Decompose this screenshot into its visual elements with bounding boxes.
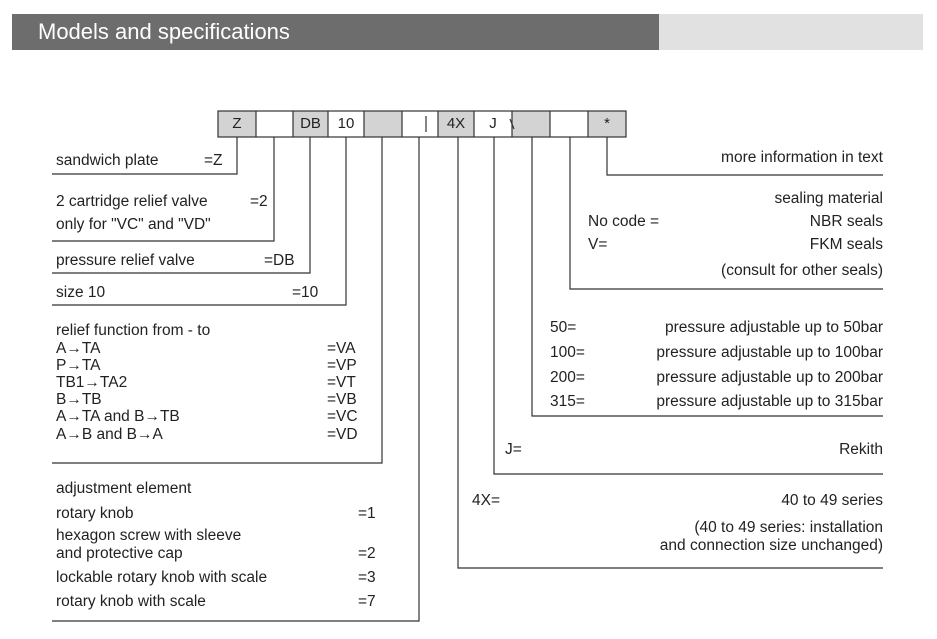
header-bar bbox=[12, 14, 659, 50]
sandwich-code: =Z bbox=[204, 152, 223, 169]
code-box-brand: J bbox=[474, 111, 512, 137]
code-strip-border bbox=[217, 110, 627, 138]
adjust-row: rotary knob bbox=[56, 505, 134, 522]
page-title: Models and specifications bbox=[38, 19, 290, 44]
pressure-code: 50= bbox=[550, 319, 577, 336]
relief-code: =VA bbox=[327, 340, 356, 357]
sealing-nocode: No code = bbox=[588, 213, 660, 230]
sandwich-label: sandwich plate bbox=[56, 152, 159, 169]
sealing-fkm: FKM seals bbox=[809, 236, 883, 253]
series-label: 40 to 49 series bbox=[781, 492, 883, 509]
pressure-label: pressure adjustable up to 100bar bbox=[656, 344, 883, 361]
pressure-code: 315= bbox=[550, 393, 585, 410]
relief-code: =VB bbox=[327, 391, 357, 408]
cartridge-note: only for "VC" and "VD" bbox=[56, 216, 211, 233]
adjust-row: rotary knob with scale bbox=[56, 593, 206, 610]
relief-title: relief function from - to bbox=[56, 322, 211, 339]
relief-row: TB1→TA2 bbox=[56, 374, 128, 391]
more-info-label: more information in text bbox=[721, 149, 883, 166]
adjust-code: =2 bbox=[358, 545, 376, 562]
sealing-consult: (consult for other seals) bbox=[721, 262, 883, 279]
cartridge-label: 2 cartridge relief valve bbox=[56, 193, 208, 210]
series-code: 4X= bbox=[472, 492, 501, 509]
prv-code: =DB bbox=[264, 252, 295, 269]
pressure-code: 100= bbox=[550, 344, 585, 361]
relief-row: B→TB bbox=[56, 391, 102, 408]
pressure-label: pressure adjustable up to 50bar bbox=[664, 319, 883, 336]
code-box-cartridge bbox=[256, 111, 293, 137]
code-box-seal bbox=[550, 111, 588, 137]
brand-label: Rekith bbox=[839, 441, 883, 458]
relief-code: =VD bbox=[327, 426, 358, 443]
pressure-code: 200= bbox=[550, 369, 585, 386]
prv-label: pressure relief valve bbox=[56, 252, 195, 269]
relief-code: =VT bbox=[327, 374, 356, 391]
adjust-code: =3 bbox=[358, 569, 376, 586]
adjust-row: lockable rotary knob with scale bbox=[56, 569, 268, 586]
code-box-adjust bbox=[402, 111, 438, 137]
code-box-db: DB bbox=[293, 111, 328, 137]
brand-code: J= bbox=[505, 441, 522, 458]
sealing-v-code: V= bbox=[588, 236, 608, 253]
pressure-label: pressure adjustable up to 315bar bbox=[656, 393, 883, 410]
sealing-title: sealing material bbox=[774, 190, 883, 207]
adjust-row: and protective cap bbox=[56, 545, 183, 562]
code-box-relief bbox=[364, 111, 402, 137]
series-note: (40 to 49 series: installation bbox=[694, 519, 883, 536]
pressure-label: pressure adjustable up to 200bar bbox=[656, 369, 883, 386]
code-box-pressure bbox=[512, 111, 550, 137]
relief-code: =VC bbox=[327, 408, 358, 425]
relief-row: P→TA bbox=[56, 357, 101, 374]
code-box-size: 10 bbox=[328, 111, 364, 137]
code-box-series: 4X bbox=[438, 111, 474, 137]
relief-code: =VP bbox=[327, 357, 357, 374]
adjust-code: =1 bbox=[358, 505, 376, 522]
header-bar-end bbox=[659, 14, 923, 50]
size-code: =10 bbox=[292, 284, 319, 301]
sealing-nbr: NBR seals bbox=[809, 213, 883, 230]
relief-row: A→TA bbox=[56, 340, 101, 357]
code-box-star: * bbox=[588, 111, 626, 137]
size-label: size 10 bbox=[56, 284, 106, 301]
series-note: and connection size unchanged) bbox=[659, 537, 883, 554]
cartridge-code: =2 bbox=[250, 193, 268, 210]
relief-row: A→TA and B→TB bbox=[56, 408, 180, 425]
relief-row: A→B and B→A bbox=[56, 426, 163, 443]
adjust-row: hexagon screw with sleeve bbox=[56, 527, 242, 544]
adjust-code: =7 bbox=[358, 593, 376, 610]
adjust-title: adjustment element bbox=[56, 480, 192, 497]
code-box-z: Z bbox=[218, 111, 256, 137]
